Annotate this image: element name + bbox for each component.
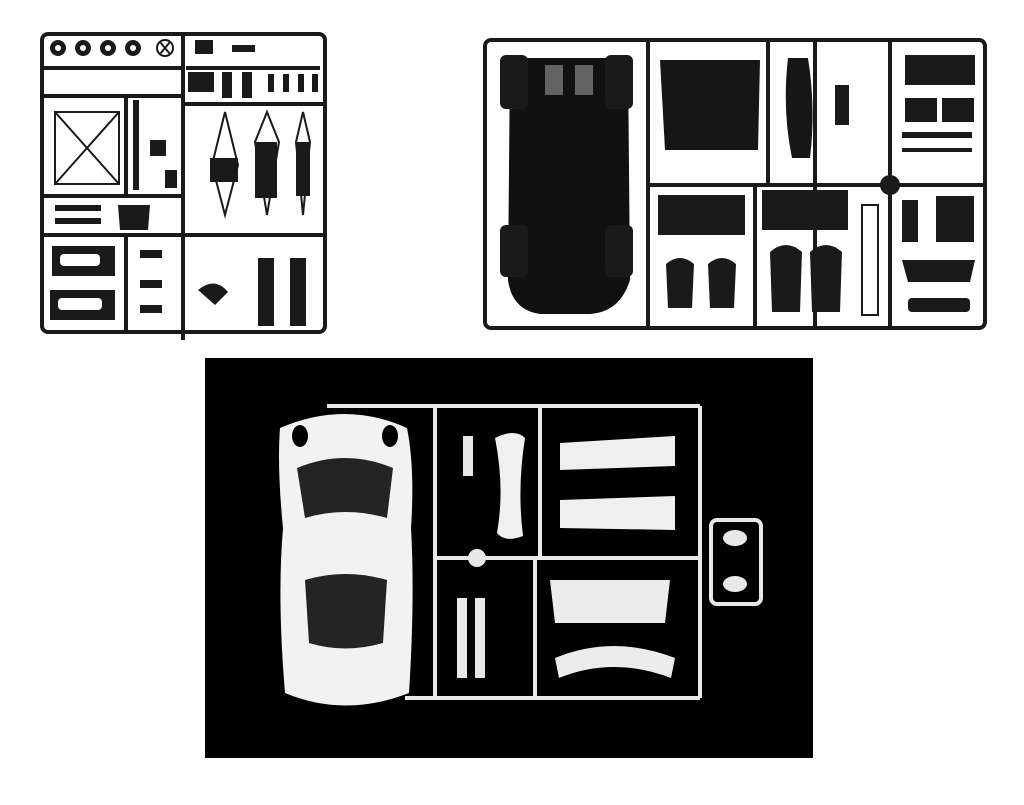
sprue-photo-small-parts <box>40 32 327 340</box>
sprue-photo-car-body <box>205 358 813 758</box>
sprue-photo-chassis-interior <box>483 38 987 330</box>
